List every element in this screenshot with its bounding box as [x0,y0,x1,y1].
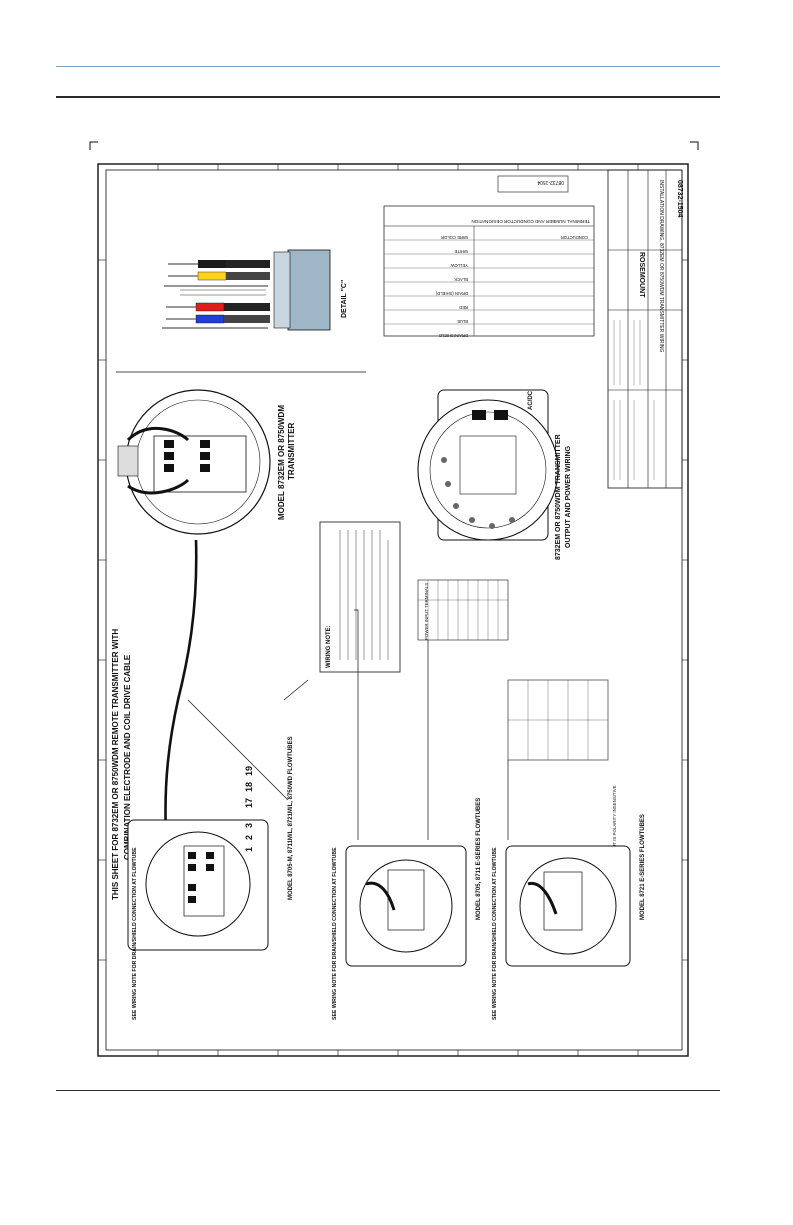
drawing-number-box: 08732-1504 [537,179,564,185]
svg-text:RED: RED [459,305,468,310]
flowtube-8705-junction: MODEL 8705, 8711 E-SERIES FLOWTUBES [345,798,482,967]
footer-rule [56,1090,720,1091]
terminal-2: 2 [244,835,254,840]
output-terminal-table [417,579,509,641]
output-polarity-table: OUTPUT IS POLARITY INSENSITIVE [507,679,617,860]
drawing-title-2: COMBINATION ELECTRODE AND COIL DRIVE CAB… [123,654,132,860]
sensor-2-label: MODEL 8705, 8711 E-SERIES FLOWTUBES [476,798,482,920]
svg-text:YELLOW: YELLOW [450,263,468,268]
svg-text:WHITE: WHITE [454,249,468,254]
svg-text:DRAIN/SHIELD: DRAIN/SHIELD [439,333,468,338]
svg-text:BLUE: BLUE [457,319,468,324]
title-block: 08732-1504 INSTALLATION DRAWING, 8732EM … [607,169,683,489]
installation-drawing: 08732-1504 INSTALLATION DRAWING, 8732EM … [88,140,700,1070]
reference-table-title: TERMINAL NUMBER AND CONDUCTOR DESIGNATIO… [471,219,590,224]
title-block-title: INSTALLATION DRAWING, 8732EM OR 8750WDM … [658,180,664,352]
wiring-note-title: WIRING NOTE: [326,625,332,668]
drawing-number: 08732-1504 [676,180,683,217]
transmitter-title-2: TRANSMITTER [287,422,296,480]
drawing-title-1: THIS SHEET FOR 8732EM OR 8750WDM REMOTE … [111,629,120,900]
output-title-1: 8732EM OR 8750WDM TRANSMITTER [555,434,562,560]
output-title-2: OUTPUT AND POWER WIRING [565,445,572,548]
terminal-1: 1 [244,847,254,852]
transmitter-title-1: MODEL 8732EM OR 8750WDM [277,405,286,520]
header-rule-thick [56,96,720,98]
wiring-note: WIRING NOTE: [319,521,401,673]
conductor-reference-table: TERMINAL NUMBER AND CONDUCTOR DESIGNATIO… [383,205,595,338]
terminal-19: 19 [244,766,254,776]
company-logo: ROSEMOUNT [638,252,645,298]
output-polarity-note: OUTPUT IS POLARITY INSENSITIVE [612,785,617,860]
header-rule-thin [56,66,720,67]
output-power-wiring: AC/DC 8732EM OR 8750WDM TRANSMITTER OUTP… [417,389,572,640]
flowtube-8721-junction: MODEL 8721 E-SERIES FLOWTUBES [505,814,646,967]
svg-text:BLACK: BLACK [454,277,468,282]
transmitter-junction-box: MODEL 8732EM OR 8750WDM TRANSMITTER [117,389,296,535]
sensor-1-label: MODEL 8705-M, 8711M/L, 8721M/L, 8750WD F… [288,736,294,900]
power-input-label: POWER INPUT TERMINALS [424,583,429,640]
svg-text:DRAIN (SHIELD): DRAIN (SHIELD) [435,291,468,296]
svg-text:WIRE COLOR: WIRE COLOR [441,235,468,240]
wiring-note-ref-1: SEE WIRING NOTE FOR DRAIN/SHIELD CONNECT… [132,847,138,1020]
wiring-note-ref-2: SEE WIRING NOTE FOR DRAIN/SHIELD CONNECT… [332,847,338,1020]
terminal-18: 18 [244,782,254,792]
sensor-3-label: MODEL 8721 E-SERIES FLOWTUBES [640,814,646,920]
svg-text:CONDUCTOR: CONDUCTOR [561,235,588,240]
detail-c-cable: DETAIL "C" [162,249,348,331]
terminal-3: 3 [244,823,254,828]
wiring-note-ref-3: SEE WIRING NOTE FOR DRAIN/SHIELD CONNECT… [492,847,498,1020]
detail-c-label: DETAIL "C" [341,280,348,318]
terminal-17: 17 [244,798,254,808]
flowtube-8705m-junction: 1 2 3 17 18 19 MODEL 8705-M, 8711M/L, 87… [127,736,294,951]
acdc-label: AC/DC [528,390,534,410]
